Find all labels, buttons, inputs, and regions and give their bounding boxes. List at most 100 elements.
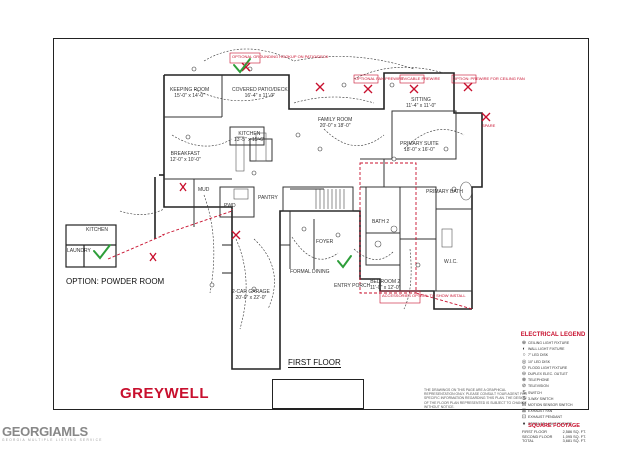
red-x-mark-1 <box>179 182 187 192</box>
legend-item: ⊗TELEPHONE <box>520 377 586 383</box>
option-powder-room-label: OPTION: POWDER ROOM <box>66 277 165 286</box>
red-x-mark-2 <box>231 230 241 240</box>
legend-item-label: 3-WAY SWITCH <box>528 396 554 401</box>
legend-item: ♦STORAGE LIGHT FIXTURE <box>520 420 586 427</box>
title-block-box <box>272 379 364 409</box>
green-check-mark-2 <box>93 244 111 260</box>
watermark-subtext: GEORGIA MULTIPLE LISTING SERVICE <box>2 438 103 442</box>
legend-symbol-icon: ⊗ <box>521 377 527 384</box>
square-footage-row: FIRST FLOOR 2,586 SQ. FT. <box>522 430 586 435</box>
legend-item: ○7" LED DISK <box>520 352 586 358</box>
legend-item-label: SWITCH <box>528 390 542 395</box>
legend-item-label: STORAGE LIGHT FIXTURE <box>528 421 573 426</box>
spare-annotation: SPARE <box>482 123 496 128</box>
legend-symbol-icon: ⊠ <box>521 408 527 415</box>
legend-symbol-icon: ⊘ <box>521 383 527 390</box>
option-room-label-laundry: LAUNDRY <box>67 248 91 254</box>
legend-item-label: TELEPHONE <box>528 378 550 383</box>
green-check-mark-3 <box>337 255 352 269</box>
bedroom-annotation: ACCESSORIES OPTION: TO SHOW INSTALL <box>382 293 466 298</box>
square-footage-label: TOTAL <box>522 439 534 444</box>
room-label-pwd: PWD <box>224 203 236 209</box>
legend-item: ⊠EXHAUST FAN <box>520 408 586 414</box>
green-check-marks <box>93 58 352 269</box>
legend-item: ◐WALL LIGHT FIXTURE <box>520 346 586 352</box>
legend-item-label: 7" LED DISK <box>528 353 549 358</box>
project-title: GREYWELL <box>120 385 209 402</box>
legend-symbol-icon: ⊕ <box>521 340 527 347</box>
room-label-bath2: BATH 2 <box>372 219 390 225</box>
legend-item: ◎10" LED DISK <box>520 359 586 365</box>
georgiamls-watermark: GEORGIAMLS GEORGIA MULTIPLE LISTING SERV… <box>2 424 103 442</box>
staircase <box>315 189 345 209</box>
legend-item-label: DUPLEX ELEC. OUTLET <box>528 372 568 377</box>
room-label-dining: FORMAL DINING <box>290 269 330 275</box>
red-x-mark-6 <box>481 112 491 122</box>
fixtures <box>233 132 473 248</box>
legend-symbol-icon: S <box>522 395 526 402</box>
tv-annotation: TV/CABLE PREWIRE <box>401 76 441 81</box>
legend-item-label: FLOOD LIGHT FIXTURE <box>528 365 568 370</box>
room-label-primary-bath: PRIMARY BATH <box>426 189 463 195</box>
room-label-pantry: PANTRY <box>258 195 278 201</box>
legend-item-label: MOTION SENSOR SWITCH <box>528 402 573 407</box>
patio-annotation: OPTIONAL GROUNDING HOOKUP ON PATIO/DECK <box>232 54 329 59</box>
legend-symbol-icon: S <box>522 389 526 396</box>
floor-title: FIRST FLOOR <box>288 358 341 368</box>
legend-item: ⊖DUPLEX ELEC. OUTLET <box>520 371 586 377</box>
annotation-boxes <box>229 52 477 304</box>
legend-symbol-icon: ♦ <box>522 420 526 427</box>
legend-title: ELECTRICAL LEGEND <box>520 332 586 338</box>
legend-item-label: EXHAUST PENDANT <box>528 415 563 420</box>
option-outlines-red <box>107 162 473 310</box>
room-label-mud: MUD <box>198 187 210 193</box>
watermark-logo-text: GEORGIAMLS <box>2 424 88 439</box>
room-label-foyer: FOYER <box>316 239 334 245</box>
green-check-mark-1 <box>233 58 251 74</box>
legend-item: ⊕CEILING LIGHT FIXTURE <box>520 340 586 346</box>
legend-item: ⊘TELEVISION <box>520 383 586 389</box>
legend-item-label: CEILING LIGHT FIXTURE <box>528 341 570 346</box>
square-footage-value: 3,681 SQ. FT. <box>562 439 586 444</box>
garage-door-lines <box>222 244 232 274</box>
red-x-mark-4 <box>363 84 373 94</box>
square-footage-label: FIRST FLOOR <box>522 430 548 434</box>
legend-item: ⊡EXHAUST PENDANT <box>520 414 586 420</box>
fan-annotation: OPTIONAL FAN PREWIRE <box>355 76 404 81</box>
square-footage-title: SQUARE FOOTAGE <box>528 423 580 429</box>
legend-item-label: WALL LIGHT FIXTURE <box>528 347 565 352</box>
legend-item: ⊙FLOOD LIGHT FIXTURE <box>520 365 586 371</box>
floor-plan-drawing <box>65 48 491 370</box>
light-fixture-symbols <box>185 66 457 292</box>
legend-symbol-icon: ⊙ <box>521 364 527 371</box>
square-footage-value: 1,095 SQ. FT. <box>562 434 586 439</box>
legend-item-label: 10" LED DISK <box>528 359 551 364</box>
square-footage-row: SECOND FLOOR 1,095 SQ. FT. <box>522 435 586 440</box>
red-x-mark-9 <box>409 84 419 94</box>
legend-item-label: EXHAUST FAN <box>528 409 553 414</box>
primary-annotation: OPTION: PREWIRE FOR CEILING FAN <box>453 76 525 81</box>
square-footage-label: SECOND FLOOR <box>522 434 553 439</box>
legend-symbol-icon: ○ <box>522 352 526 359</box>
square-footage-value: 2,586 SQ. FT. <box>562 430 586 434</box>
option-powder-room-outline <box>65 224 117 268</box>
electrical-legend: ELECTRICAL LEGEND ⊕CEILING LIGHT FIXTURE… <box>520 332 586 427</box>
red-x-mark-7 <box>241 62 251 72</box>
legend-list: ⊕CEILING LIGHT FIXTURE◐WALL LIGHT FIXTUR… <box>520 340 586 427</box>
option-room-label-kitchen: KITCHEN <box>86 227 108 233</box>
legend-symbol-icon: ⊖ <box>521 371 527 378</box>
legend-symbol-icon: M <box>521 401 527 408</box>
legend-item-label: TELEVISION <box>528 384 549 389</box>
red-x-marks <box>149 62 491 262</box>
